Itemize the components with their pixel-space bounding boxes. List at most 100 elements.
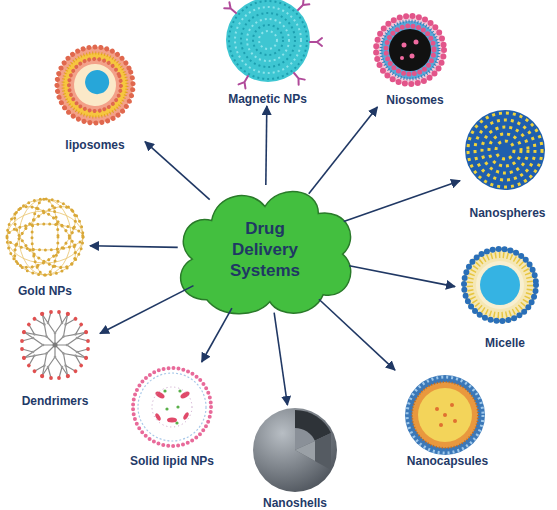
illustration-part: [163, 389, 181, 424]
illustration-part: [165, 407, 168, 410]
delivery-system-item: Dendrimers: [10, 305, 100, 408]
nanoshell-illustration: [253, 408, 337, 492]
illustration-part: [400, 56, 404, 60]
illustration-part: [226, 0, 310, 82]
illustration-part: [4, 196, 86, 278]
cloud-title: Drug Delivery Systems: [221, 218, 309, 281]
illustration-part: [247, 19, 289, 61]
illustration-part: [54, 44, 136, 126]
illustration-part: [154, 413, 161, 422]
illustration-part: [381, 21, 439, 79]
item-label: Gold NPs: [0, 284, 96, 298]
delivery-system-item: Micelle: [455, 243, 555, 350]
illustration-part: [470, 255, 530, 315]
illustration-part: [465, 110, 545, 190]
magnetic-np-illustration: [224, 0, 322, 88]
illustration-part: [4, 196, 86, 278]
illustration-part: [241, 13, 295, 67]
arrow-connector: [145, 142, 210, 200]
illustration-part: [62, 52, 129, 119]
niosome-illustration: [375, 15, 445, 85]
illustration-part: [19, 199, 71, 275]
solid-lipid-np-illustration: [132, 367, 212, 447]
illustration-part: [310, 38, 322, 46]
illustration-part: [163, 389, 166, 392]
illustration-part: [439, 423, 443, 427]
illustration-part: [462, 247, 538, 323]
illustration-part: [46, 36, 143, 133]
illustration-part: [386, 26, 434, 74]
illustration-part: [295, 441, 315, 461]
illustration-part: [482, 127, 528, 173]
illustration-part: [476, 261, 524, 309]
illustration-part: [235, 7, 301, 73]
illustration-part: [138, 373, 206, 441]
illustration-part: [7, 224, 83, 250]
item-label: Nanocapsules: [389, 454, 506, 468]
illustration-part: [407, 377, 483, 453]
micelle-illustration: [462, 247, 538, 323]
illustration-part: [132, 367, 212, 447]
delivery-system-item: Nanocapsules: [395, 370, 500, 468]
illustration-part: [178, 389, 181, 392]
illustration-part: [381, 21, 439, 79]
arrow-connector: [319, 299, 395, 370]
illustration-part: [496, 141, 514, 159]
illustration-part: [182, 412, 189, 421]
dendrimer-illustration: [20, 310, 90, 380]
illustration-part: [175, 421, 178, 424]
illustration-part: [133, 368, 211, 446]
arrow-connector: [309, 107, 378, 194]
illustration-part: [239, 74, 252, 88]
illustration-part: [405, 375, 485, 455]
illustration-part: [53, 343, 58, 348]
item-label: Solid lipid NPs: [114, 454, 230, 468]
illustration-part: [68, 58, 122, 112]
illustration-part: [7, 211, 83, 263]
illustration-part: [4, 196, 86, 278]
illustration-part: [259, 31, 277, 49]
illustration-part: [224, 0, 322, 88]
illustration-part: [82, 67, 113, 98]
item-label: Magnetic NPs: [204, 92, 331, 106]
illustration-part: [375, 15, 445, 85]
illustration-part: [32, 199, 58, 275]
item-label: liposomes: [39, 138, 151, 152]
illustration-part: [224, 2, 238, 16]
delivery-system-item: liposomes: [45, 42, 145, 152]
central-cloud: Drug Delivery Systems: [168, 178, 362, 320]
illustration-part: [32, 199, 58, 275]
item-label: Nanoshells: [239, 496, 351, 510]
illustration-part: [253, 25, 283, 55]
illustration-part: [176, 405, 179, 408]
nanosphere-illustration: [465, 110, 545, 190]
illustration-part: [480, 265, 520, 305]
illustration-part: [54, 44, 136, 126]
nanocapsule-illustration: [405, 375, 485, 455]
arrow-connector: [90, 246, 178, 248]
illustration-part: [376, 16, 444, 84]
illustration-part: [154, 390, 190, 422]
illustration-part: [167, 418, 177, 423]
delivery-system-item: Nanoshells: [245, 405, 345, 510]
illustration-part: [475, 120, 535, 180]
illustration-part: [443, 413, 447, 417]
illustration-part: [412, 382, 478, 448]
illustration-part: [253, 408, 337, 492]
arrow-connector: [100, 286, 193, 334]
item-label: Niosomes: [369, 93, 461, 107]
liposome-illustration: [46, 36, 143, 133]
illustration-part: [46, 36, 143, 133]
illustration-part: [450, 403, 454, 407]
illustration-part: [4, 196, 86, 278]
illustration-part: [7, 224, 83, 250]
delivery-system-item: Nanospheres: [460, 108, 555, 220]
illustration-part: [414, 40, 419, 45]
illustration-part: [468, 113, 542, 187]
illustration-part: [389, 29, 431, 71]
cloud-outline: [181, 191, 351, 313]
delivery-system-item: Solid lipid NPs: [120, 362, 224, 468]
illustration-part: [4, 196, 86, 278]
delivery-system-item: Niosomes: [375, 12, 455, 107]
